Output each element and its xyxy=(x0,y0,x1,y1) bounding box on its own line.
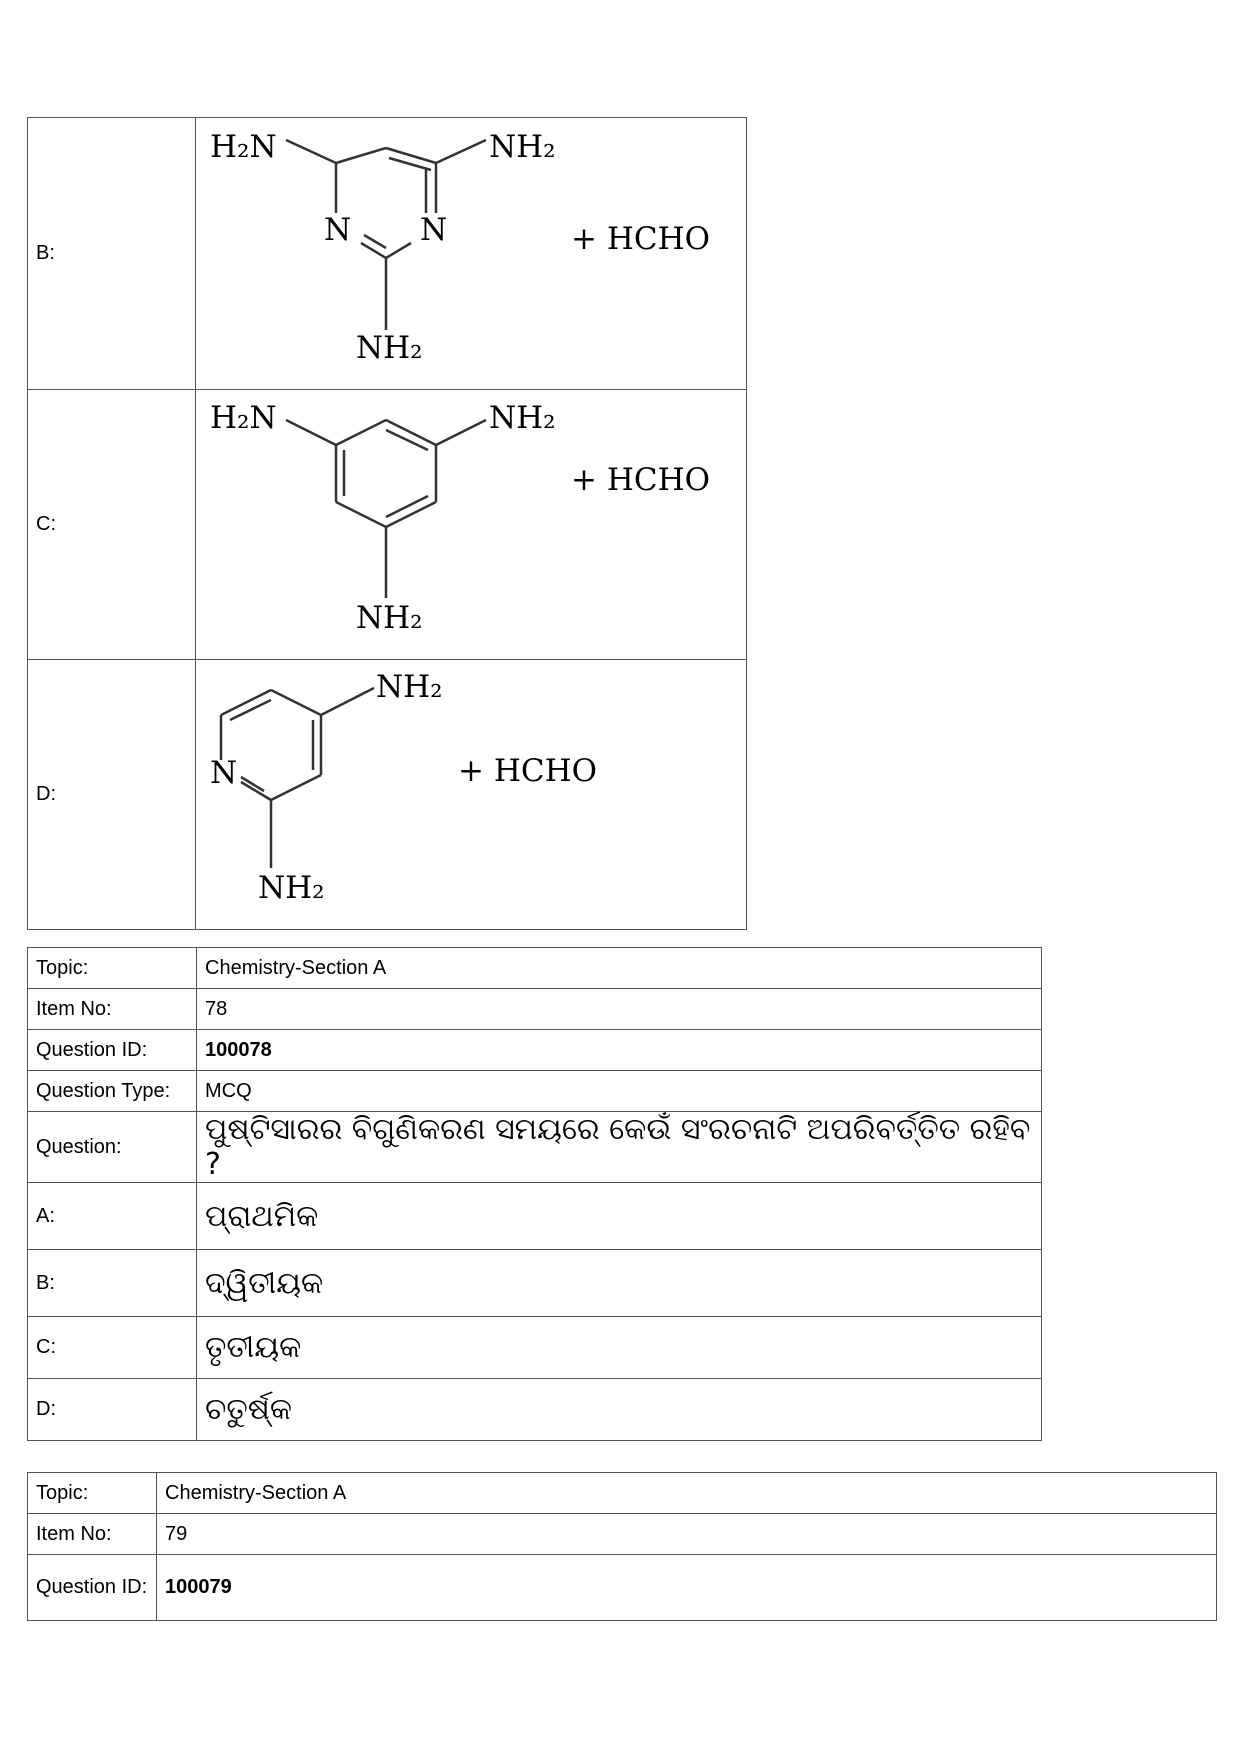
option-a-label: A: xyxy=(27,1182,197,1250)
table-row: A: ପ୍ରାଥମିକ xyxy=(27,1182,1042,1250)
option-b-label: B: xyxy=(27,1249,197,1317)
structure-cell: H₂N NH₂ N N NH₂ + HCHO xyxy=(195,117,747,390)
table-row: Question ID: 100078 xyxy=(27,1029,1042,1071)
question-79-table: Topic: Chemistry-Section A Item No: 79 Q… xyxy=(27,1472,1217,1621)
options-table: B: H₂N NH₂ N xyxy=(27,117,747,930)
topic-value: Chemistry-Section A xyxy=(196,947,1042,989)
question-78-table: Topic: Chemistry-Section A Item No: 78 Q… xyxy=(27,947,1042,1441)
table-row: Question: ପୁଷ୍ଟିସାରର ବିଗୁଣିକରଣ ସମୟରେ କେଉ… xyxy=(27,1111,1042,1183)
nh2-right-label: NH₂ xyxy=(489,400,556,436)
item-no-value: 79 xyxy=(156,1513,1217,1555)
nh2-bottom-label: NH₂ xyxy=(356,330,423,366)
table-row: Item No: 79 xyxy=(27,1513,1217,1555)
table-row: Question Type: MCQ xyxy=(27,1070,1042,1112)
question-type-value: MCQ xyxy=(196,1070,1042,1112)
h2n-left-label: H₂N xyxy=(210,400,277,436)
option-a-text: ପ୍ରାଥମିକ xyxy=(196,1182,1042,1250)
nh2-top-label: NH₂ xyxy=(376,669,443,705)
nh2-right-label: NH₂ xyxy=(489,129,556,165)
question-text: ପୁଷ୍ଟିସାରର ବିଗୁଣିକରଣ ସମୟରେ କେଉଁ ସଂରଚନାଟି… xyxy=(196,1111,1042,1183)
topic-label: Topic: xyxy=(27,1472,157,1514)
table-row: B: ଦ୍ୱିତୀୟକ xyxy=(27,1249,1042,1317)
option-d-label: D: xyxy=(27,1378,197,1441)
table-row: Question ID: 100079 xyxy=(27,1554,1217,1621)
nh2-bottom-label: NH₂ xyxy=(258,870,325,906)
option-row-b: B: H₂N NH₂ N xyxy=(27,117,747,390)
option-row-d: D: NH₂ N NH₂ + HC xyxy=(27,659,747,930)
structure-cell: NH₂ N NH₂ + HCHO xyxy=(195,659,747,930)
question-id-value: 100078 xyxy=(196,1029,1042,1071)
item-no-value: 78 xyxy=(196,988,1042,1030)
table-row: Item No: 78 xyxy=(27,988,1042,1030)
table-row: C: ତୃତୀୟକ xyxy=(27,1316,1042,1379)
question-id-label: Question ID: xyxy=(27,1029,197,1071)
question-type-label: Question Type: xyxy=(27,1070,197,1112)
option-b-text: ଦ୍ୱିତୀୟକ xyxy=(196,1249,1042,1317)
structure-cell: H₂N NH₂ NH₂ + HCHO xyxy=(195,389,747,660)
option-d-text: ଚତୁର୍ଷ୍କ xyxy=(196,1378,1042,1441)
question-id-value: 100079 xyxy=(156,1554,1217,1621)
item-no-label: Item No: xyxy=(27,1513,157,1555)
option-label: D: xyxy=(27,659,196,930)
n-ring-label: N xyxy=(210,755,237,791)
nh2-bottom-label: NH₂ xyxy=(356,600,423,636)
reagent-label: + HCHO xyxy=(571,221,710,257)
table-row: Topic: Chemistry-Section A xyxy=(27,1472,1217,1514)
reagent-label: + HCHO xyxy=(458,753,597,789)
question-id-label: Question ID: xyxy=(27,1554,157,1621)
table-row: D: ଚତୁର୍ଷ୍କ xyxy=(27,1378,1042,1441)
n-right-label: N xyxy=(420,212,447,248)
n-left-label: N xyxy=(324,212,351,248)
option-label: B: xyxy=(27,117,196,390)
triaminobenzene-structure: H₂N NH₂ NH₂ + HCHO xyxy=(210,400,710,636)
item-no-label: Item No: xyxy=(27,988,197,1030)
option-row-c: C: H₂N NH₂ NH₂ xyxy=(27,389,747,660)
topic-label: Topic: xyxy=(27,947,197,989)
option-label: C: xyxy=(27,389,196,660)
reagent-label: + HCHO xyxy=(571,462,710,498)
question-label: Question: xyxy=(27,1111,197,1183)
option-c-label: C: xyxy=(27,1316,197,1379)
table-row: Topic: Chemistry-Section A xyxy=(27,947,1042,989)
option-c-text: ତୃତୀୟକ xyxy=(196,1316,1042,1379)
h2n-left-label: H₂N xyxy=(210,129,277,165)
melamine-structure: H₂N NH₂ N N NH₂ + HCHO xyxy=(210,129,710,366)
topic-value: Chemistry-Section A xyxy=(156,1472,1217,1514)
diaminopyridine-structure: NH₂ N NH₂ + HCHO xyxy=(210,669,597,906)
